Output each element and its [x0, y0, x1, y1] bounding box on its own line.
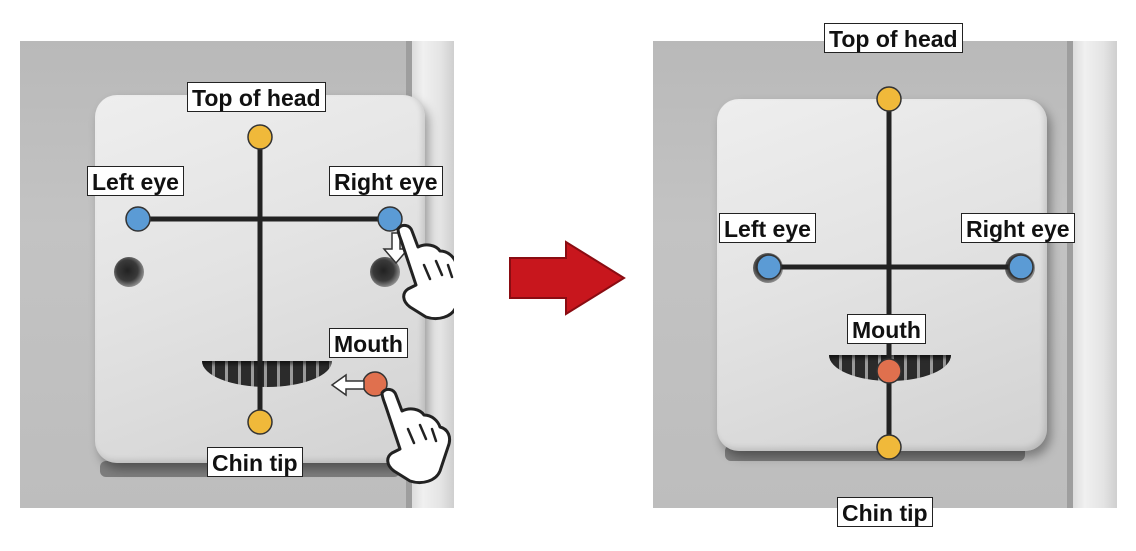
right-eye-point[interactable] [377, 206, 403, 232]
left-eye-point[interactable] [756, 254, 782, 280]
arrow-right-icon [509, 240, 626, 316]
mouth-point[interactable] [876, 358, 902, 384]
wall-edge [1067, 41, 1073, 508]
right-eye-point[interactable] [1008, 254, 1034, 280]
chin-tip-label-outer: Chin tip [837, 497, 933, 527]
pointing-hand-icon [380, 387, 452, 485]
left-eye-point[interactable] [125, 206, 151, 232]
pointing-hand-icon [396, 223, 454, 321]
left-hole [114, 257, 144, 287]
chin-tip-label: Chin tip [207, 447, 303, 477]
top-of-head-label-outer: Top of head [824, 23, 963, 53]
chin-tip-point[interactable] [876, 434, 902, 460]
wall-strip [1071, 41, 1117, 508]
left-eye-label: Left eye [719, 213, 816, 243]
drag-left-arrow-icon [330, 373, 365, 397]
mouth-label: Mouth [847, 314, 926, 344]
left-eye-label: Left eye [87, 166, 184, 196]
top-of-head-label: Top of head [187, 82, 326, 112]
top-of-head-point[interactable] [247, 124, 273, 150]
landmark-overlay [125, 124, 454, 485]
mouth-label: Mouth [329, 328, 408, 358]
after-photo-panel: Top of head Left eye Right eye Mouth Chi… [653, 41, 1117, 508]
right-eye-label: Right eye [961, 213, 1075, 243]
landmark-overlay [756, 86, 1034, 460]
chin-tip-point[interactable] [247, 409, 273, 435]
top-of-head-point[interactable] [876, 86, 902, 112]
right-eye-label: Right eye [329, 166, 443, 196]
before-photo-panel: Top of head Left eye Right eye Mouth Chi… [20, 41, 454, 508]
